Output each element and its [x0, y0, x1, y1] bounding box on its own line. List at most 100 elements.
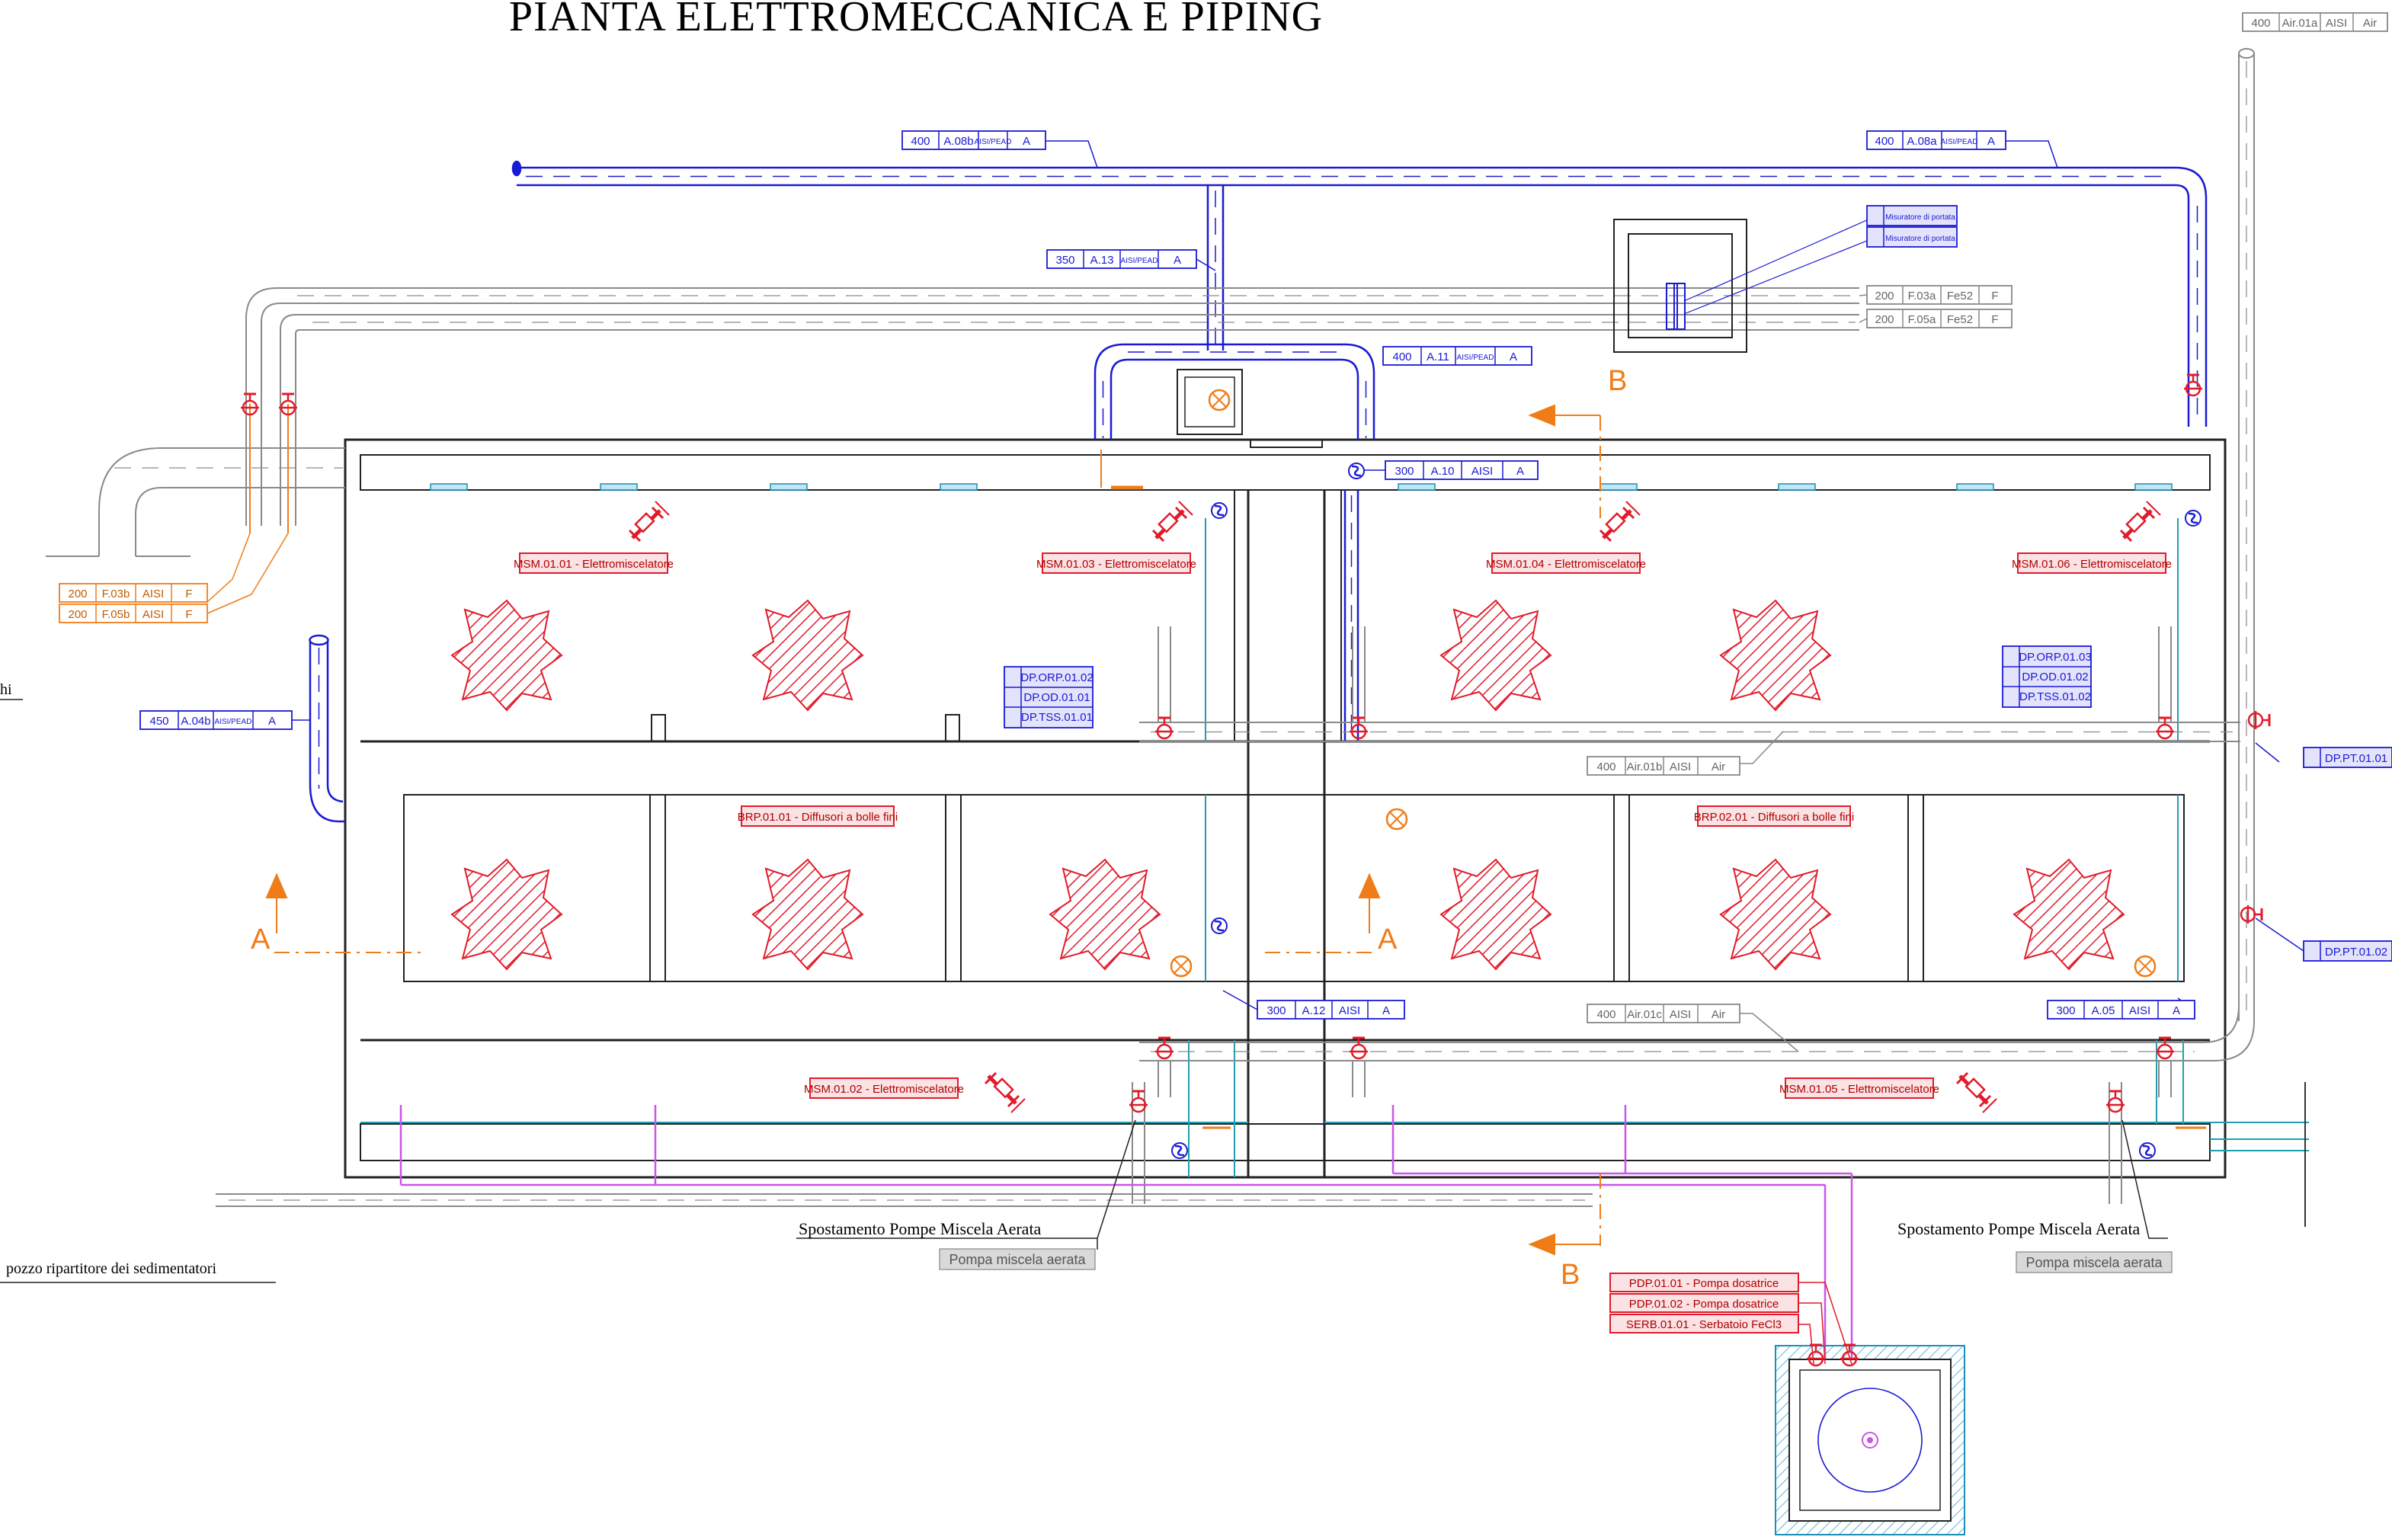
pipe-tag-code: A.12 [1302, 1004, 1326, 1017]
section-b-top: B [1608, 365, 1627, 397]
instrument-tags-left: DP.ORP.01.02 DP.OD.01.01 DP.TSS.01.01 [1004, 666, 1094, 728]
instrument-tags-right: DP.ORP.01.03 DP.OD.01.02 DP.TSS.01.02 [2002, 645, 2092, 708]
pipe-tag-code: Air.01b [1627, 760, 1663, 773]
pipe-tag-fluid: A [1382, 1004, 1390, 1017]
pipe-tag-fluid: A [1023, 135, 1030, 148]
sludge-return-lines [249, 404, 2206, 1129]
instrument-tag: DP.TSS.01.02 [2019, 690, 2091, 703]
pipe-tag-dn: 400 [1596, 760, 1615, 773]
pipe-tag-fluid: A [1510, 351, 1517, 363]
pipe-tag-material: AISI [142, 608, 164, 621]
pipe-tag-fluid: F [185, 588, 192, 600]
pipe-tag-code: Air.01c [1627, 1008, 1662, 1021]
pipe-tag-a10: 300 A.10 AISI A [1385, 460, 1539, 480]
instrument-tag-pt02: DP.PT.01.02 [2303, 940, 2392, 962]
instrument-tag: DP.OD.01.02 [2022, 671, 2088, 684]
pipe-tag-material: Fe52 [1947, 313, 1973, 326]
section-letters: A A B B [251, 365, 1627, 1291]
pipe-tag-fluid: Air [1712, 760, 1725, 773]
pipe-tag-material: AISI/PEAD [975, 138, 1012, 146]
pipe-tag-a08a: 400 A.08a AISI/PEAD A [1866, 130, 2006, 150]
pipe-tag-dn: 450 [149, 715, 168, 728]
pipe-tag-dn: 350 [1055, 254, 1074, 267]
pipe-tag-fluid: A [1987, 135, 1995, 148]
pump-tag-left: Pompa miscela aerata [949, 1252, 1086, 1267]
drawing-title: PIANTA ELETTROMECCANICA E PIPING [509, 0, 1323, 40]
pipe-tag-material: AISI/PEAD [1941, 138, 1978, 146]
pipe-tag-air01b: 400 Air.01b AISI Air [1587, 756, 1740, 776]
pipe-tag-a04b: 450 A.04b AISI/PEAD A [139, 710, 293, 730]
fecl3-tank [1775, 1343, 1965, 1535]
label-pdp0101: PDP.01.01 - Pompa dosatrice [1629, 1277, 1779, 1290]
label-msm0101: MSM.01.01 - Elettromiscelatore [514, 558, 674, 571]
pipe-tag-a11: 400 A.11 AISI/PEAD A [1382, 346, 1532, 366]
pipe-tag-dn: 200 [68, 608, 87, 621]
wall-openings [430, 483, 2173, 491]
pipe-tag-dn: 300 [1266, 1004, 1286, 1017]
label-msm0102: MSM.01.02 - Elettromiscelatore [804, 1083, 964, 1096]
note-clarifier: pozzo ripartitore dei sedimentatori [6, 1260, 216, 1277]
label-brp0101: BRP.01.01 - Diffusori a bolle fini [738, 811, 898, 824]
pipe-tag-dn: 300 [1395, 465, 1414, 478]
pipe-tag-f05b: 200 F.05b AISI F [59, 604, 208, 623]
pipe-tag-a08b: 400 A.08b AISI/PEAD A [901, 130, 1046, 150]
pipe-tag-air01a: 400 Air.01a AISI Air [2242, 12, 2388, 32]
section-markers [265, 404, 1601, 1256]
pipe-tag-code: A.08b [943, 135, 973, 148]
note-cut: hi [0, 681, 12, 698]
diffuser-grids [451, 600, 2125, 970]
basin-structure [344, 438, 2227, 1179]
label-brp0201: BRP.02.01 - Diffusori a bolle fini [1694, 811, 1854, 824]
pipe-tag-dn: 400 [911, 135, 930, 148]
pipe-tag-fluid: F [1991, 313, 1998, 326]
label-msm0104: MSM.01.04 - Elettromiscelatore [1486, 558, 1646, 571]
pipe-tag-dn: 400 [1596, 1008, 1615, 1021]
pipe-tag-fluid: A [1174, 254, 1181, 267]
pipe-tag-f03a: 200 F.03a Fe52 F [1866, 285, 2013, 305]
pipe-tag-a05: 300 A.05 AISI A [2047, 1000, 2195, 1020]
pump-tag-right: Pompa miscela aerata [2025, 1255, 2163, 1270]
pipe-tag-material: AISI [142, 588, 164, 600]
pipe-tag-dn: 400 [1392, 351, 1411, 363]
instrument-tag: DP.TSS.01.01 [1021, 711, 1093, 724]
pipe-tag-fluid: F [185, 608, 192, 621]
label-serb0101: SERB.01.01 - Serbatoio FeCl3 [1626, 1318, 1782, 1331]
pipe-tag-dn: 200 [1875, 290, 1894, 303]
label-pdp0102: PDP.01.02 - Pompa dosatrice [1629, 1298, 1779, 1311]
pipe-tag-a13: 350 A.13 AISI/PEAD A [1046, 249, 1197, 269]
flowmeter-chamber [1613, 213, 1883, 353]
section-a-right: A [1378, 924, 1398, 956]
notes: Spostamento Pompe Miscela Aerata Spostam… [0, 681, 2173, 1277]
instrument-tag: DP.ORP.01.02 [1020, 671, 1093, 684]
instrument-tag-pt01: DP.PT.01.01 [2303, 747, 2392, 768]
pipe-tag-material: Fe52 [1947, 290, 1973, 303]
instrument-tag: DP.OD.01.01 [1023, 691, 1090, 704]
pipe-tag-dn: 200 [68, 588, 87, 600]
pipe-tag-air01c: 400 Air.01c AISI Air [1587, 1004, 1740, 1023]
pipe-tag-material: AISI [2129, 1004, 2150, 1017]
pipe-tag-material: AISI [1670, 760, 1691, 773]
leader-lines [0, 140, 2304, 1365]
pipe-tag-a12: 300 A.12 AISI A [1257, 1000, 1405, 1020]
pipe-tag-code: A.08a [1907, 135, 1937, 148]
pipe-tag-material: AISI/PEAD [215, 718, 252, 726]
pipe-tag-code: Air.01a [2282, 17, 2318, 30]
pipe-tag-fluid: A [2173, 1004, 2180, 1017]
pipe-tag-code: A.13 [1090, 254, 1114, 267]
pipe-tag-fluid: A [268, 715, 276, 728]
pipe-tag-dn: 200 [1875, 313, 1894, 326]
pipe-tag-material: AISI [1670, 1008, 1691, 1021]
pipe-tag-code: A.10 [1431, 465, 1455, 478]
label-msm0103: MSM.01.03 - Elettromiscelatore [1036, 558, 1196, 571]
flowmeter-tag: Misuratore di portata [1885, 213, 1955, 222]
flowmeter-tag: Misuratore di portata [1885, 235, 1955, 243]
pipe-tag-material: AISI/PEAD [1457, 354, 1494, 362]
pipe-tag-f05a: 200 F.05a Fe52 F [1866, 309, 2013, 328]
pipe-tag-fluid: Air [1712, 1008, 1725, 1021]
pipe-tag-f03b: 200 F.03b AISI F [59, 583, 208, 603]
equipment-labels: MSM.01.01 - Elettromiscelatore MSM.01.03… [514, 552, 2172, 1333]
pipe-tag-material: AISI [2326, 17, 2347, 30]
water-lines [360, 518, 2309, 1177]
pipe-tag-dn: 400 [2251, 17, 2270, 30]
pipe-tag-code: F.03a [1908, 290, 1936, 303]
